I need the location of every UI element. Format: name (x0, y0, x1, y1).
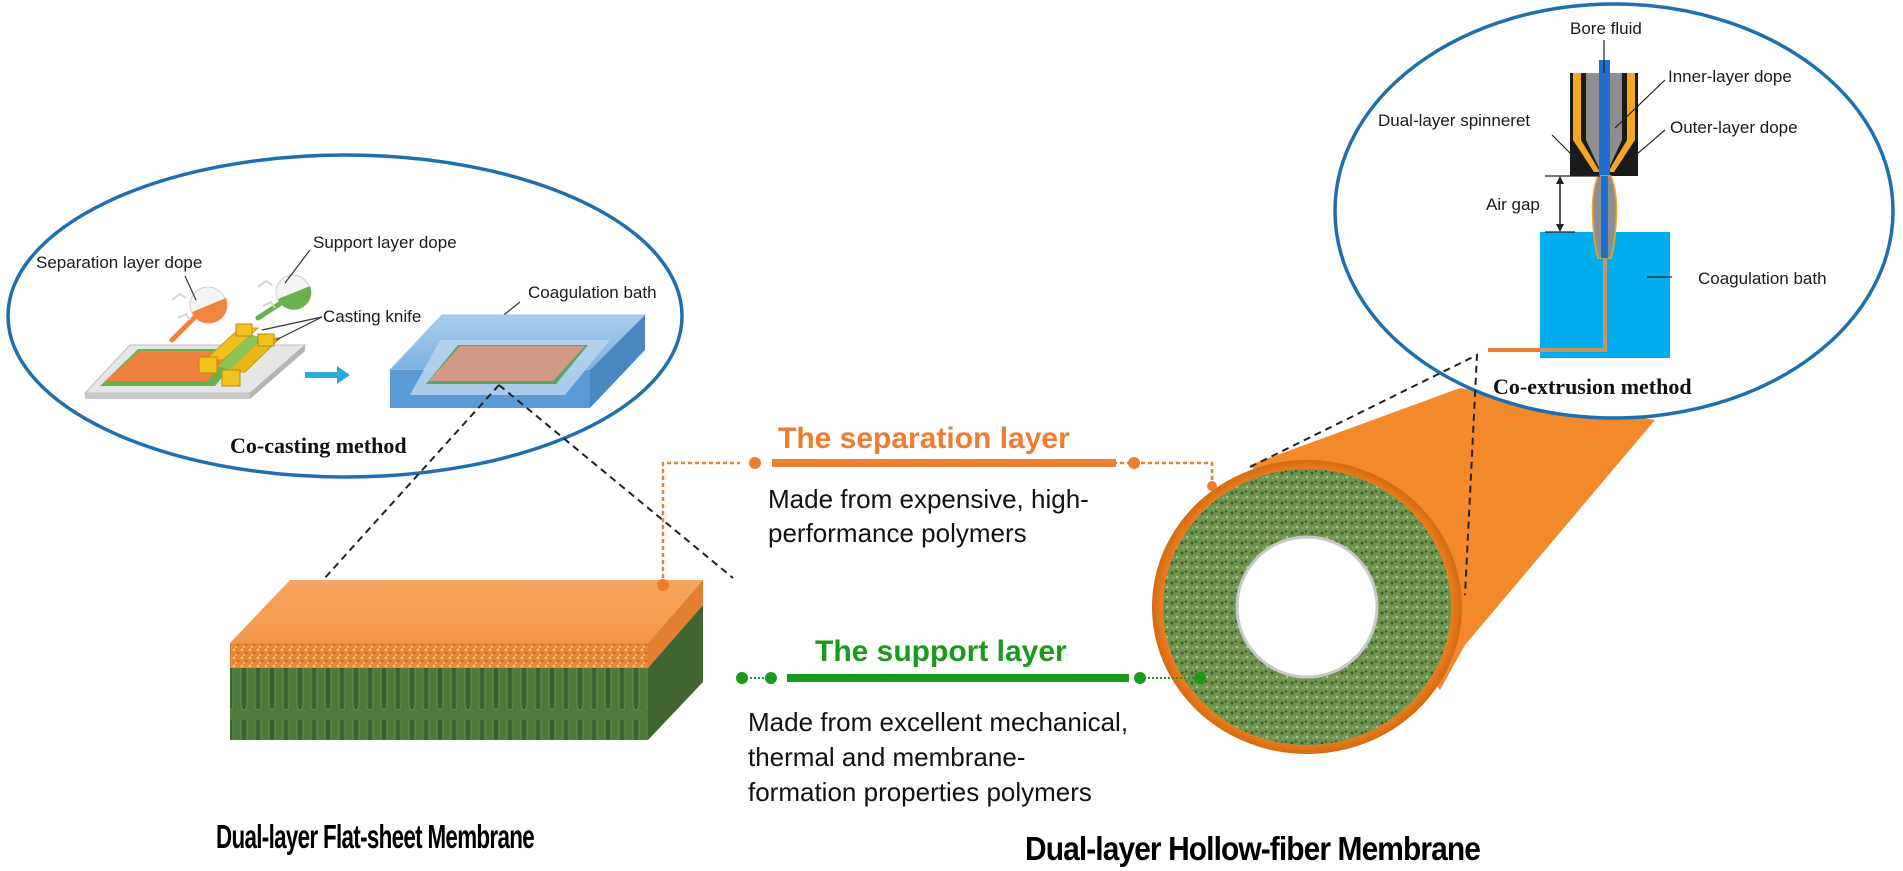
label-outer-layer-dope: Outer-layer dope (1670, 118, 1798, 137)
separation-layer-desc-line2: performance polymers (768, 518, 1027, 548)
glass-plate-side (250, 345, 305, 399)
casting-knife (198, 323, 282, 387)
right-arrow-icon (305, 366, 350, 384)
leader-line (275, 316, 323, 341)
support-layer-title: The support layer (815, 635, 1067, 668)
support-bar (787, 674, 1129, 682)
leader-line (1614, 79, 1666, 129)
co-casting-method-title: Co-casting method (230, 433, 407, 458)
coagulation-bath-box (388, 314, 647, 408)
separation-layer-callout: The separation layer Made from expensive… (657, 422, 1217, 591)
support-layer-callout: The support layer Made from excellent me… (736, 635, 1206, 807)
glass-plate-edge (85, 393, 250, 399)
hollow-fiber-caption: Dual-layer Hollow-fiber Membrane (1025, 830, 1481, 867)
separation-layer-desc-line1: Made from expensive, high- (768, 484, 1089, 514)
spinneret-icon (1488, 60, 1638, 352)
support-layer-desc-line2: thermal and membrane- (748, 742, 1025, 772)
co-casting-inset: Separation layer dope Support layer dope… (6, 153, 684, 479)
flat-sheet-membrane (230, 580, 703, 740)
label-separation-layer-dope: Separation layer dope (36, 253, 202, 272)
support-dope-flask-icon (255, 274, 312, 321)
label-inner-layer-dope: Inner-layer dope (1668, 67, 1792, 86)
leader-line (1629, 129, 1666, 161)
separation-layer-title: The separation layer (778, 422, 1070, 455)
slab-separation-side (648, 580, 703, 668)
leader-line (184, 275, 197, 301)
slab-separation-front (230, 643, 648, 668)
slab-top-face (230, 580, 703, 643)
separation-bar (772, 459, 1116, 467)
hollow-fiber-cone (1250, 388, 1655, 690)
label-casting-knife: Casting knife (323, 307, 421, 326)
label-air-gap: Air gap (1486, 195, 1540, 214)
slab-support-front (230, 668, 648, 740)
projection-lines (322, 353, 1479, 596)
label-coagulation-bath-left: Coagulation bath (528, 283, 657, 302)
leader-line (284, 249, 311, 284)
label-coagulation-bath-right: Coagulation bath (1698, 269, 1827, 288)
slab-support-side (648, 605, 703, 740)
co-extrusion-inset: Bore fluid Inner-layer dope Dual-layer s… (1333, 2, 1895, 420)
leader-line (261, 316, 323, 331)
label-support-layer-dope: Support layer dope (313, 233, 457, 252)
label-bore-fluid: Bore fluid (1570, 19, 1642, 38)
leader-line (1551, 134, 1576, 159)
label-dual-layer-spinneret: Dual-layer spinneret (1378, 111, 1530, 130)
co-extrusion-method-title: Co-extrusion method (1493, 374, 1692, 399)
separation-dope-flask-icon (169, 286, 228, 343)
flat-sheet-caption: Dual-layer Flat-sheet Membrane (216, 818, 534, 855)
air-gap-dimension (1545, 175, 1600, 233)
support-layer-desc-line3: formation properties polymers (748, 777, 1092, 807)
hollow-fiber-membrane (1152, 460, 1462, 754)
fiber-lumen (1235, 535, 1379, 679)
support-layer-desc-line1: Made from excellent mechanical, (748, 707, 1128, 737)
